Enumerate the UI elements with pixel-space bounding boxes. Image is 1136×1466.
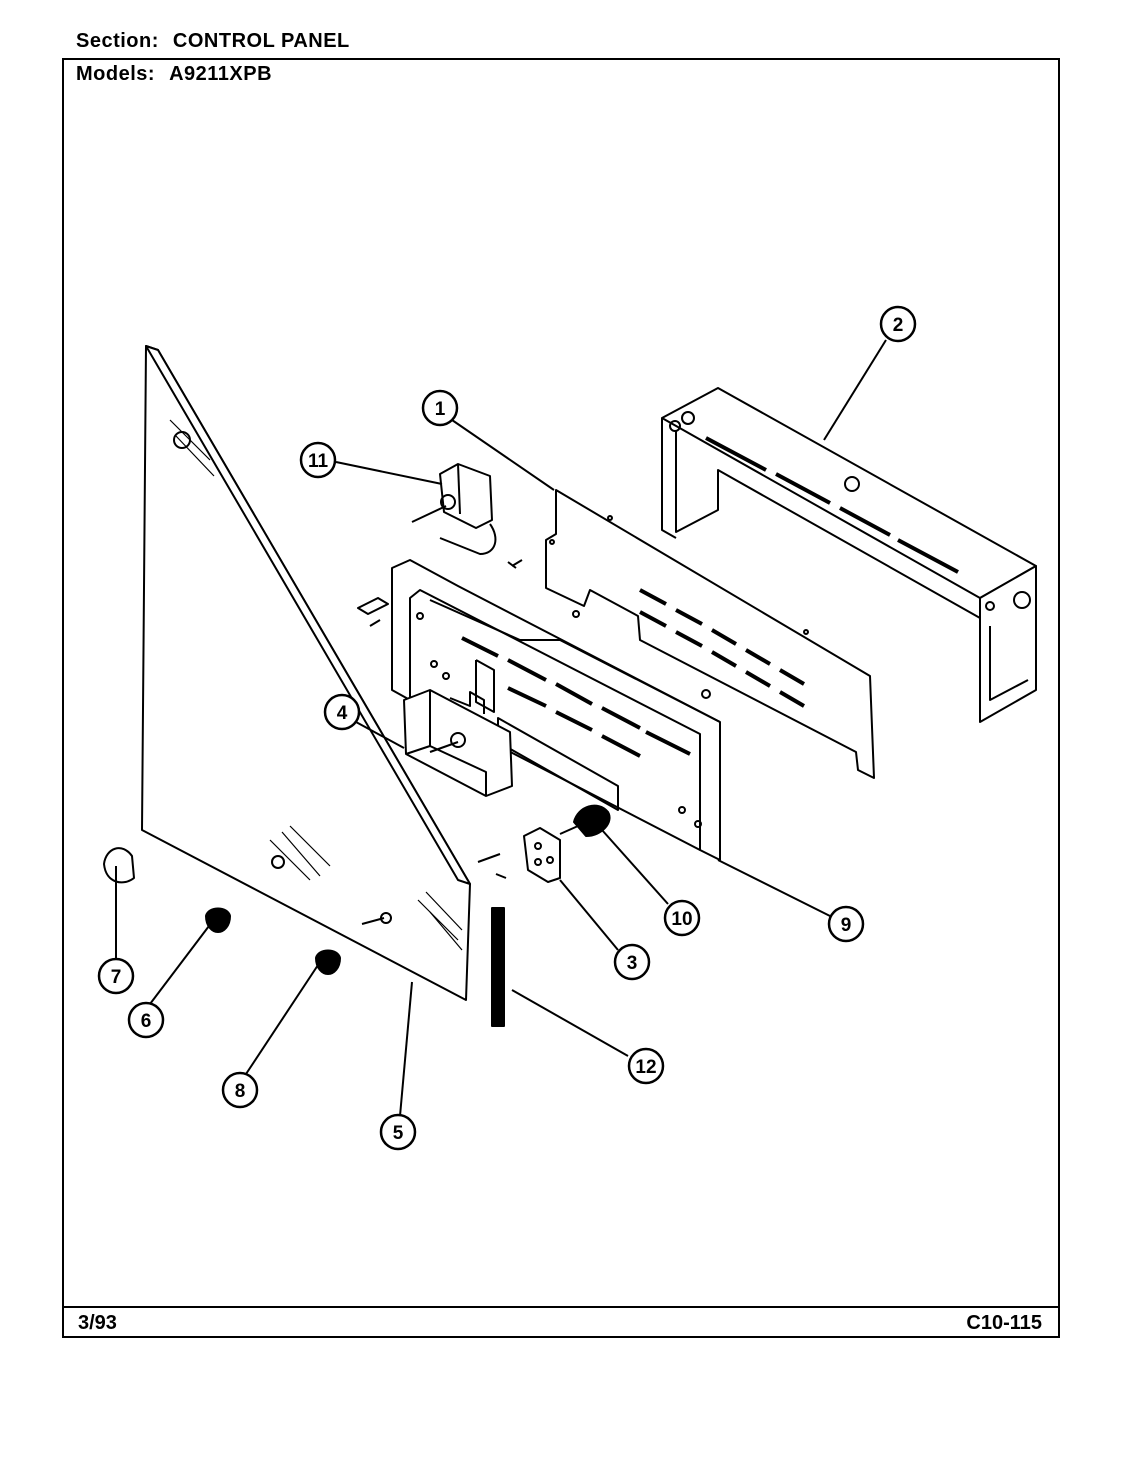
callout-1: 1 xyxy=(421,389,459,427)
callout-3-label: 3 xyxy=(627,953,638,974)
callout-7-label: 7 xyxy=(111,967,122,988)
callout-10-label: 10 xyxy=(671,909,692,930)
callout-12-label: 12 xyxy=(635,1057,656,1078)
callout-6-label: 6 xyxy=(141,1011,152,1032)
models-value: A9211XPB xyxy=(169,63,273,85)
callout-11-label: 11 xyxy=(308,451,329,472)
callout-5-label: 5 xyxy=(393,1123,404,1144)
models-heading: Models: A9211XPB xyxy=(76,63,272,86)
callout-4: 4 xyxy=(323,693,361,731)
page-code: C10-115 xyxy=(966,1312,1042,1334)
callout-12: 12 xyxy=(627,1047,665,1085)
callout-11: 11 xyxy=(299,441,337,479)
rear-cover-plate-part xyxy=(507,489,875,779)
callout-8: 8 xyxy=(221,1071,259,1109)
section-value: CONTROL PANEL xyxy=(172,30,350,52)
leader-lines xyxy=(115,339,887,1117)
clock-motor-part xyxy=(411,463,497,555)
front-glass-panel-part xyxy=(141,345,471,1001)
callout-1-label: 1 xyxy=(435,399,446,420)
vertical-strip-part xyxy=(491,907,505,1027)
callout-3: 3 xyxy=(613,943,651,981)
callout-10: 10 xyxy=(663,899,701,937)
callout-5: 5 xyxy=(379,1113,417,1151)
callout-7: 7 xyxy=(97,957,135,995)
callout-2-label: 2 xyxy=(893,315,904,336)
electronic-control-module-part xyxy=(403,689,513,797)
small-knob-part xyxy=(103,847,135,884)
models-label: Models: xyxy=(76,63,156,85)
callout-4-label: 4 xyxy=(337,703,348,724)
callout-6: 6 xyxy=(127,1001,165,1039)
callout-8-label: 8 xyxy=(235,1081,246,1102)
footer-divider xyxy=(62,1306,1060,1308)
switch-knob-part xyxy=(559,804,611,837)
callout-9-label: 9 xyxy=(841,915,852,936)
section-label: Section: xyxy=(76,30,159,52)
callouts: 1 2 3 4 5 6 7 8 9 10 11 12 xyxy=(97,305,917,1151)
callout-2: 2 xyxy=(879,305,917,343)
revision-date: 3/93 xyxy=(78,1312,117,1334)
callout-9: 9 xyxy=(827,905,865,943)
push-button-part xyxy=(315,949,341,975)
diagram-frame xyxy=(62,58,1060,1338)
section-heading: Section: CONTROL PANEL xyxy=(76,30,350,53)
push-button-part xyxy=(205,907,231,933)
mounting-bracket-part xyxy=(477,827,561,883)
rear-housing-part xyxy=(661,387,1037,723)
